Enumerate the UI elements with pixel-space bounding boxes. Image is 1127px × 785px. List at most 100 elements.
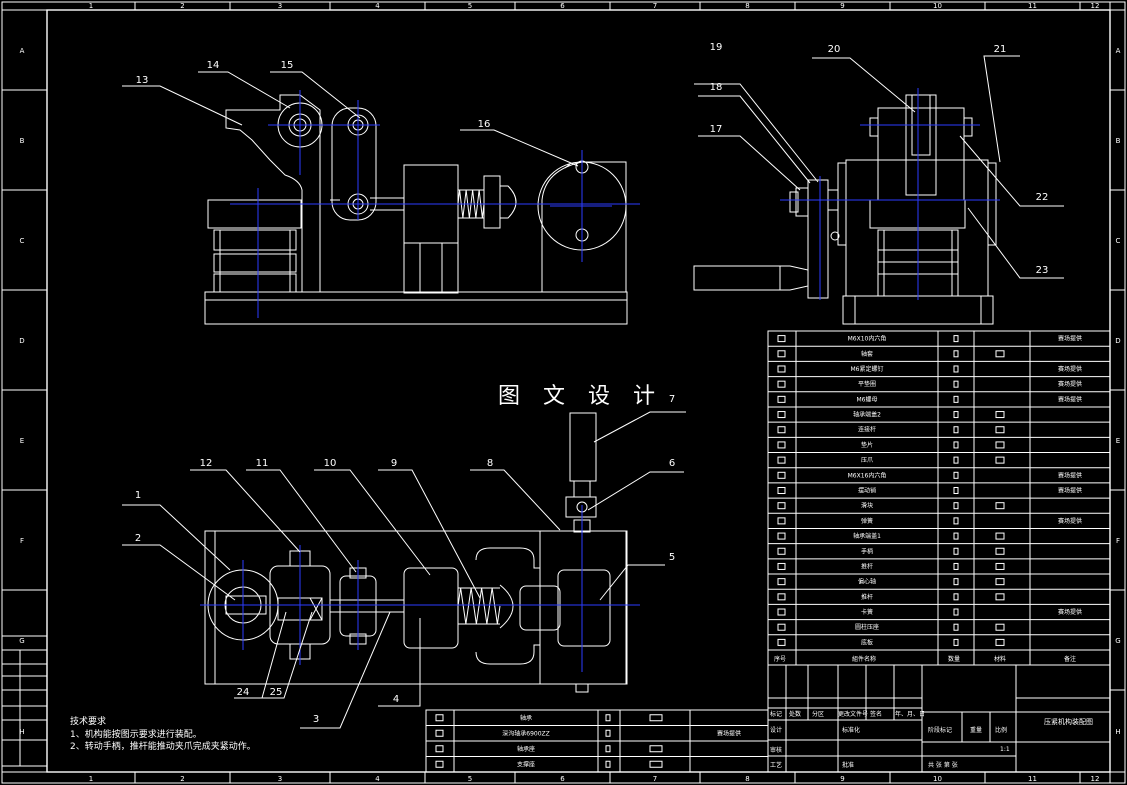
col-label-bottom: 10	[933, 775, 942, 783]
row-label-left: D	[19, 337, 24, 345]
callout-6: 6	[669, 458, 675, 469]
bom-material-box	[995, 638, 1005, 646]
col-label-top: 6	[560, 2, 565, 10]
bom-part-name: 深沟轴承6900ZZ	[502, 729, 550, 737]
bom-material-box	[995, 532, 1005, 540]
bom-qty-box	[953, 411, 959, 419]
callout-9: 9	[391, 458, 397, 469]
title-label-design: 设计	[770, 726, 782, 734]
callout-20: 20	[828, 44, 841, 55]
bom-qty-box	[953, 380, 959, 388]
row-label-right: D	[1115, 337, 1120, 345]
bom-qty-box	[953, 395, 959, 403]
bom-qty-box	[953, 426, 959, 434]
callout-3: 3	[313, 714, 319, 725]
title-label-approve: 批准	[842, 761, 854, 769]
row-label-right: B	[1116, 137, 1121, 145]
title-label-date: 年、月、日	[895, 710, 925, 718]
callout-5: 5	[669, 552, 675, 563]
bom-qty-box	[953, 487, 959, 494]
bom-header-seq: 序号	[774, 655, 786, 663]
tech-requirement-2: 2、转动手柄，推杆能推动夹爪完成夹紧动作。	[70, 742, 256, 752]
callout-18: 18	[710, 82, 723, 93]
bom-seq-box	[777, 471, 786, 479]
bom-seq-box	[777, 502, 786, 510]
bom-material-box	[995, 350, 1005, 358]
bom-qty-box	[953, 456, 959, 464]
callout-7: 7	[669, 394, 675, 405]
bom-material-box	[995, 411, 1005, 419]
bom-header-name: 組件名称	[852, 655, 876, 663]
callout-11: 11	[256, 458, 269, 469]
bom-seq-box	[435, 745, 444, 753]
col-label-top: 11	[1028, 2, 1037, 10]
callout-25: 25	[270, 687, 283, 698]
bom-seq-box	[777, 411, 786, 419]
bom-remark: 赛场提供	[1058, 380, 1082, 388]
bom-qty-box	[953, 547, 959, 555]
bom-seq-box	[777, 547, 786, 555]
bom-material-box	[995, 623, 1005, 631]
bom-qty-box	[953, 532, 959, 540]
col-label-bottom: 5	[468, 775, 472, 783]
title-label-mark: 标记	[770, 710, 782, 718]
bom-seq-box	[777, 350, 786, 358]
row-label-left: F	[20, 537, 24, 545]
callout-12: 12	[200, 458, 213, 469]
bom-part-name: 摆动销	[858, 487, 876, 495]
bom-part-name: 平垫圈	[858, 380, 876, 388]
bom-material-box	[995, 456, 1005, 464]
bom-qty-box	[953, 441, 959, 449]
revision-strip	[1, 635, 48, 767]
tech-requirements-title: 技术要求	[70, 717, 107, 727]
col-label-bottom: 7	[653, 775, 657, 783]
watermark-text: 图 文 设 计	[498, 384, 663, 409]
bom-part-name: 压爪	[861, 457, 873, 464]
col-label-top: 1	[89, 2, 93, 10]
bom-qty-box	[953, 471, 959, 479]
bom-header-remark: 备注	[1064, 655, 1076, 663]
bom-material-box	[995, 593, 1005, 601]
bom-qty-box	[953, 502, 959, 510]
side-view	[693, 88, 1000, 325]
bom-seq-box	[777, 517, 786, 525]
row-label-right: F	[1116, 537, 1120, 545]
bom-seq-box	[777, 380, 786, 388]
row-label-left: H	[19, 728, 24, 736]
drawing-name: 压紧机构装配图	[1044, 717, 1093, 726]
bom-qty-box	[605, 745, 611, 753]
bom-header-material: 材料	[994, 655, 1006, 663]
callout-15: 15	[281, 60, 294, 71]
col-label-bottom: 11	[1028, 775, 1037, 783]
bom-qty-box	[953, 578, 959, 586]
bom-seq-box	[435, 729, 444, 737]
callout-10: 10	[324, 458, 337, 469]
bom-qty-box	[953, 623, 959, 631]
bom-material-box	[995, 578, 1005, 586]
col-label-bottom: 9	[840, 775, 844, 783]
bom-qty-box	[605, 714, 611, 722]
row-label-left: G	[19, 637, 24, 645]
top-view	[200, 412, 640, 693]
bom-header-qty: 数量	[948, 655, 960, 663]
bom-seq-box	[777, 562, 786, 570]
bom-seq-box	[435, 714, 444, 722]
bom-seq-box	[777, 532, 786, 540]
bom-seq-box	[435, 760, 444, 768]
col-label-bottom: 12	[1091, 775, 1100, 783]
callout-21: 21	[994, 44, 1007, 55]
bom-part-name: 轴承	[520, 714, 532, 722]
bom-seq-box	[777, 593, 786, 601]
bom-material-box	[995, 547, 1005, 555]
bom-remark: 赛场提供	[717, 729, 741, 737]
bom-part-name: 推杆	[861, 562, 873, 570]
title-label-change-doc: 更改文件号	[838, 710, 868, 718]
row-label-left: B	[20, 137, 25, 145]
bom-part-name: 轴承座	[517, 745, 535, 753]
callout-2: 2	[135, 533, 141, 544]
bom-seq-box	[777, 426, 786, 434]
bom-qty-box	[953, 638, 959, 646]
bom-qty-box	[953, 608, 959, 616]
col-label-bottom: 2	[180, 775, 184, 783]
